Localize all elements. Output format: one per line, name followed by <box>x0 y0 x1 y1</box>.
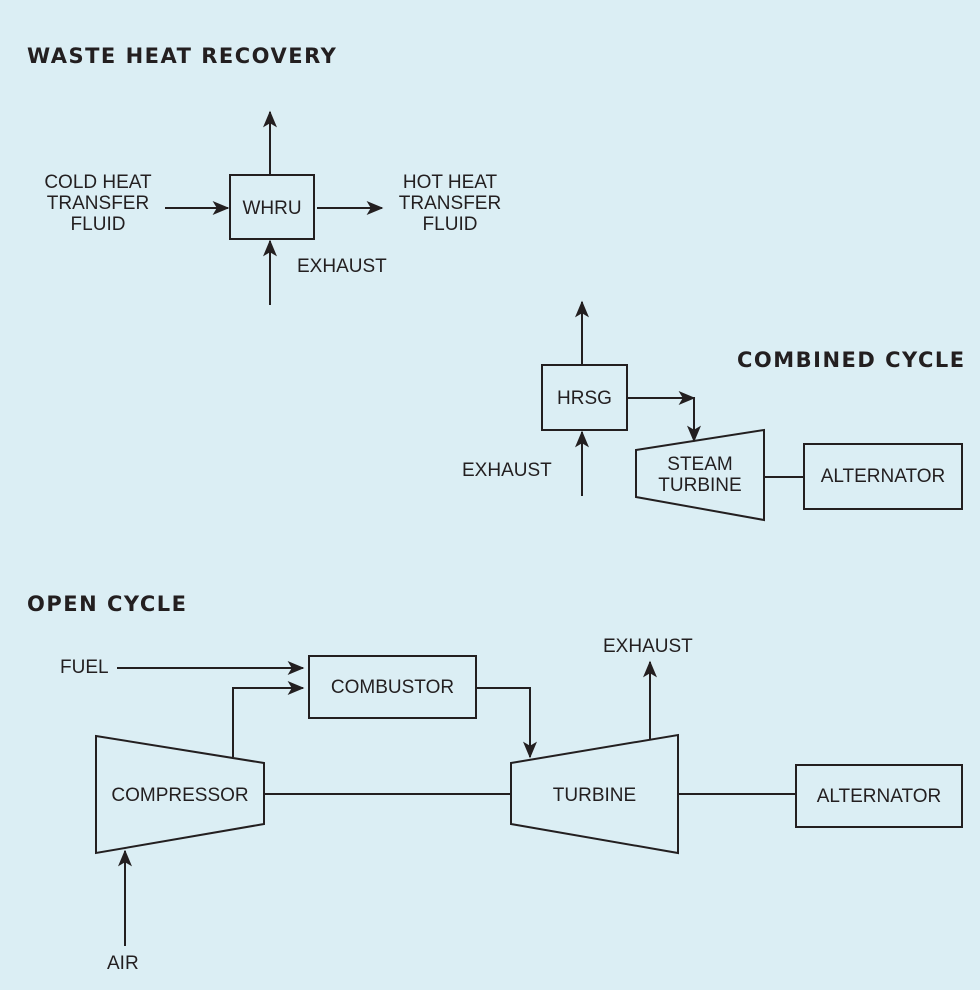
compressor-label: COMPRESSOR <box>111 785 249 806</box>
turbine-label: TURBINE <box>552 785 637 806</box>
fuel-label: FUEL <box>60 657 109 678</box>
cold-fluid-label: COLD HEAT TRANSFER FLUID <box>30 172 166 235</box>
steam-turbine-shape <box>635 428 765 522</box>
waste-heat-recovery-title: WASTE HEAT RECOVERY <box>27 44 338 68</box>
compressor-to-combustor-arrow <box>232 681 305 757</box>
hot-fluid-label-line: FLUID <box>422 214 478 235</box>
turbine-shape <box>510 733 679 855</box>
cold-fluid-label-line: COLD HEAT <box>44 172 152 193</box>
hot-fluid-label: HOT HEAT TRANSFER FLUID <box>384 172 516 235</box>
air-label: AIR <box>107 953 139 974</box>
compressor-shape <box>95 734 265 855</box>
whru-box <box>229 174 315 240</box>
steam-turbine-label-line: TURBINE <box>658 475 742 496</box>
combustor-to-turbine-arrow <box>476 687 537 759</box>
whru-label: WHRU <box>242 198 302 219</box>
cold-fluid-label-line: TRANSFER <box>46 193 150 214</box>
oc-alternator-label: ALTERNATOR <box>816 786 942 807</box>
hrsg-label: HRSG <box>557 388 612 409</box>
oc-alternator-box <box>795 764 963 828</box>
combined-cycle-title: COMBINED CYCLE <box>737 348 966 372</box>
cc-exhaust-label: EXHAUST <box>462 460 552 481</box>
hrsg-to-steam-turbine-arrow <box>627 397 701 443</box>
cc-alternator-label: ALTERNATOR <box>820 466 946 487</box>
steam-turbine-label-line: STEAM <box>667 454 733 475</box>
combustor-label: COMBUSTOR <box>330 677 455 698</box>
cold-fluid-label-line: FLUID <box>70 214 126 235</box>
oc-exhaust-label: EXHAUST <box>603 636 693 657</box>
cc-alternator-box <box>803 443 963 510</box>
hot-fluid-label-line: TRANSFER <box>398 193 502 214</box>
whru-exhaust-label: EXHAUST <box>297 256 387 277</box>
open-cycle-title: OPEN CYCLE <box>27 592 188 616</box>
steam-turbine-label: STEAM TURBINE <box>636 454 764 496</box>
hot-fluid-label-line: HOT HEAT <box>402 172 498 193</box>
